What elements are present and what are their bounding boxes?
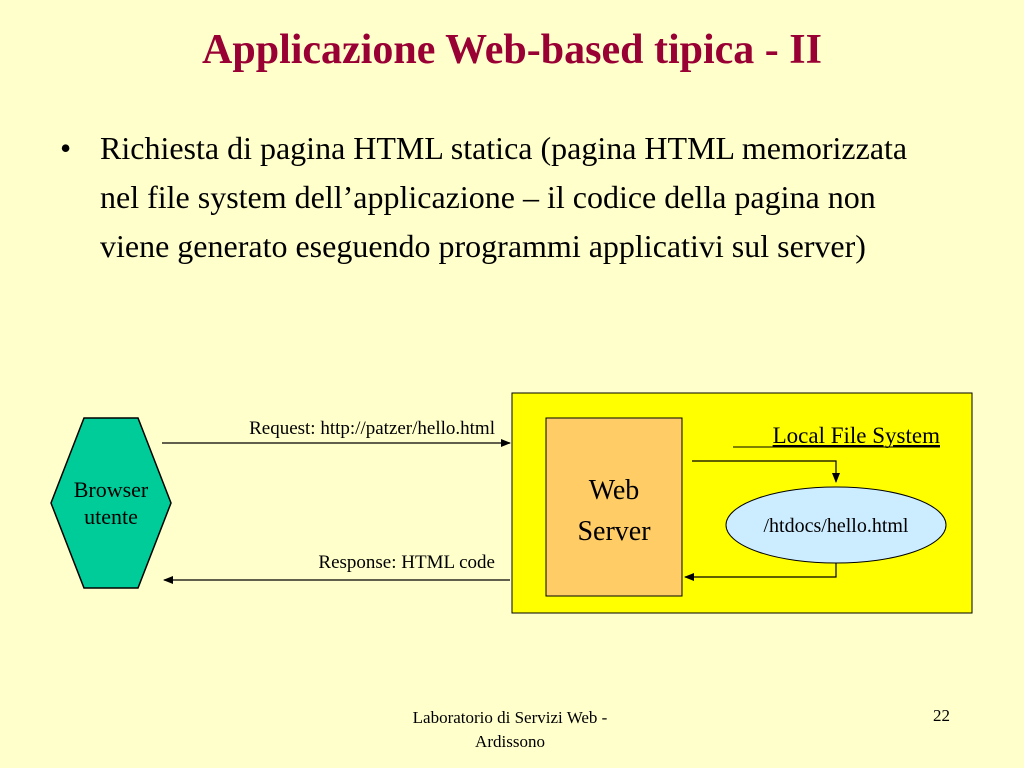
bullet-dot: • [60, 130, 72, 166]
web-server-label-line1: Web [589, 475, 640, 506]
bullet-text: Richiesta di pagina HTML statica (pagina… [100, 130, 908, 264]
footer-course: Laboratorio di Servizi Web - Ardissono [360, 706, 660, 754]
fs-response-connector [684, 563, 837, 581]
web-server-box [545, 417, 683, 597]
response-label: Response: HTML code [318, 552, 495, 573]
page-number: 22 [933, 706, 950, 725]
footer-line1: Laboratorio di Servizi Web - [412, 708, 608, 727]
slide-title: Applicazione Web-based tipica - II [202, 27, 822, 73]
browser-hexagon [50, 417, 172, 589]
request-label: Request: http://patzer/hello.html [249, 418, 495, 439]
web-server-label-line2: Server [577, 516, 651, 547]
browser-label-line2: utente [84, 504, 138, 529]
footer-line2: Ardissono [475, 732, 545, 751]
local-fs-label: Local File System [773, 423, 940, 448]
fs-request-connector [692, 460, 840, 483]
browser-label-line1: Browser [74, 477, 149, 502]
file-path-label: /htdocs/hello.html [764, 515, 909, 537]
